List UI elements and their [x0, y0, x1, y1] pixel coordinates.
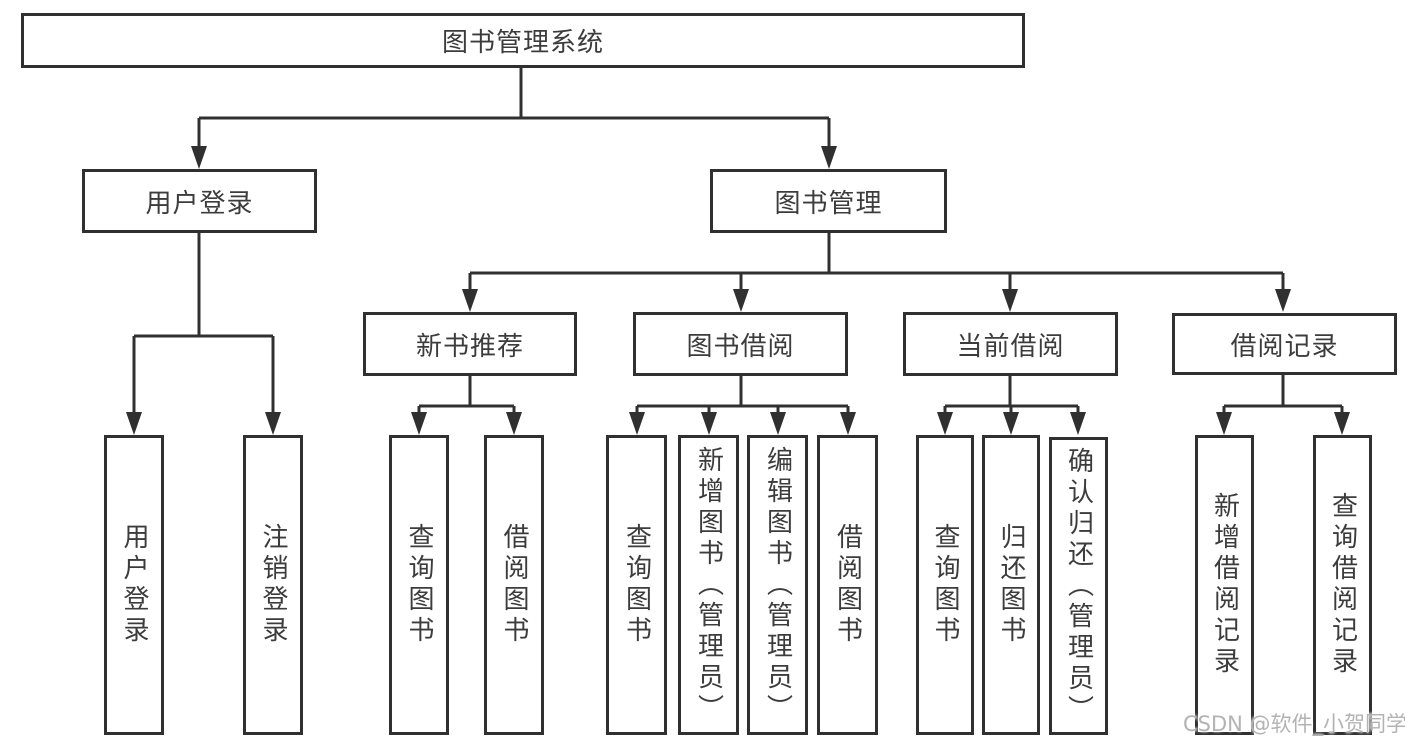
leaf-query-books-3: 查询图书 [916, 435, 974, 735]
leaf-borrow-books-2: 借阅图书 [817, 435, 878, 735]
connector-new-book-to-leaves [417, 374, 516, 414]
leaf-confirm-return-admin-label: 确认归还（管理员） [1063, 446, 1094, 726]
leaf-query-borrow-record: 查询借阅记录 [1313, 435, 1372, 735]
connector-current-borrow-to-leaves [943, 374, 1080, 414]
leaf-borrow-books-1: 借阅图书 [484, 435, 544, 735]
connector-root-to-branches [197, 68, 831, 148]
node-borrow-records-label: 借阅记录 [1230, 331, 1339, 362]
leaf-add-books-admin: 新增图书（管理员） [678, 435, 739, 735]
leaf-confirm-return-admin: 确认归还（管理员） [1049, 437, 1108, 735]
node-book-management: 图书管理 [710, 169, 947, 233]
leaf-query-books-2-label: 查询图书 [621, 523, 652, 647]
leaf-borrow-books-2-label: 借阅图书 [832, 523, 863, 647]
node-library-management-system: 图书管理系统 [21, 13, 1025, 68]
leaf-borrow-books-1-label: 借阅图书 [499, 523, 529, 647]
connector-user-login-to-leaves [132, 233, 275, 414]
node-user-login: 用户登录 [82, 169, 317, 233]
node-current-borrow-label: 当前借阅 [956, 331, 1065, 362]
leaf-query-books-2: 查询图书 [606, 435, 667, 735]
node-book-borrow: 图书借阅 [633, 312, 848, 376]
connector-borrow-records-to-leaves [1222, 374, 1344, 414]
leaf-add-books-admin-label: 新增图书（管理员） [693, 445, 724, 725]
node-new-book-recommend-label: 新书推荐 [415, 331, 524, 362]
leaf-user-login: 用户登录 [104, 435, 164, 735]
leaf-add-borrow-record: 新增借阅记录 [1195, 435, 1254, 735]
leaf-query-borrow-record-label: 查询借阅记录 [1327, 492, 1358, 678]
arrowheads [126, 146, 1350, 435]
node-book-management-label: 图书管理 [774, 188, 883, 219]
leaf-logout-label: 注销登录 [258, 523, 288, 647]
connector-book-borrow-to-leaves [635, 374, 850, 414]
leaf-logout: 注销登录 [243, 435, 303, 735]
leaf-edit-books-admin: 编辑图书（管理员） [747, 435, 808, 735]
leaf-query-books-1-label: 查询图书 [404, 523, 434, 647]
leaf-add-borrow-record-label: 新增借阅记录 [1209, 492, 1240, 678]
node-current-borrow: 当前借阅 [903, 312, 1118, 376]
node-new-book-recommend: 新书推荐 [363, 312, 577, 376]
node-user-login-label: 用户登录 [145, 188, 254, 219]
leaf-return-books: 归还图书 [982, 435, 1040, 735]
leaf-query-books-1: 查询图书 [389, 435, 449, 735]
node-library-management-system-label: 图书管理系统 [441, 28, 604, 58]
leaf-user-login-label: 用户登录 [119, 523, 149, 647]
connector-book-management-to-sections [468, 233, 1285, 291]
node-book-borrow-label: 图书借阅 [686, 331, 795, 362]
leaf-edit-books-admin-label: 编辑图书（管理员） [762, 445, 793, 725]
node-borrow-records: 借阅记录 [1172, 313, 1397, 375]
leaf-query-books-3-label: 查询图书 [930, 523, 960, 647]
leaf-return-books-label: 归还图书 [996, 523, 1026, 647]
csdn-watermark: CSDN @软件_小贺同学 [1183, 712, 1405, 736]
